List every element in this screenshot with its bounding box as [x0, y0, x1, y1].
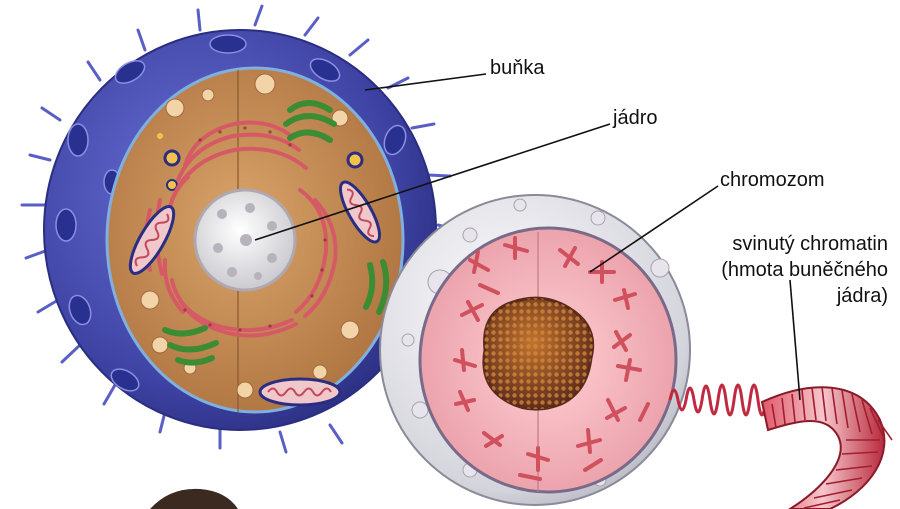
coiled-chromatin — [670, 385, 892, 509]
label-nucleus: jádro — [613, 106, 657, 130]
label-chromatin-line3: jádra) — [837, 284, 888, 308]
label-cell: buňka — [490, 56, 545, 80]
label-chromatin-line2: (hmota buněčného — [721, 258, 888, 282]
leader-cell — [365, 74, 486, 90]
leader-chromatin — [790, 280, 800, 400]
nucleus-enlarged — [380, 195, 690, 505]
bottom-dark-shape — [150, 489, 238, 509]
label-chromosome: chromozom — [720, 168, 824, 192]
label-chromatin-line1: svinutý chromatin — [732, 232, 888, 256]
chromatin-supercoil — [762, 387, 884, 509]
